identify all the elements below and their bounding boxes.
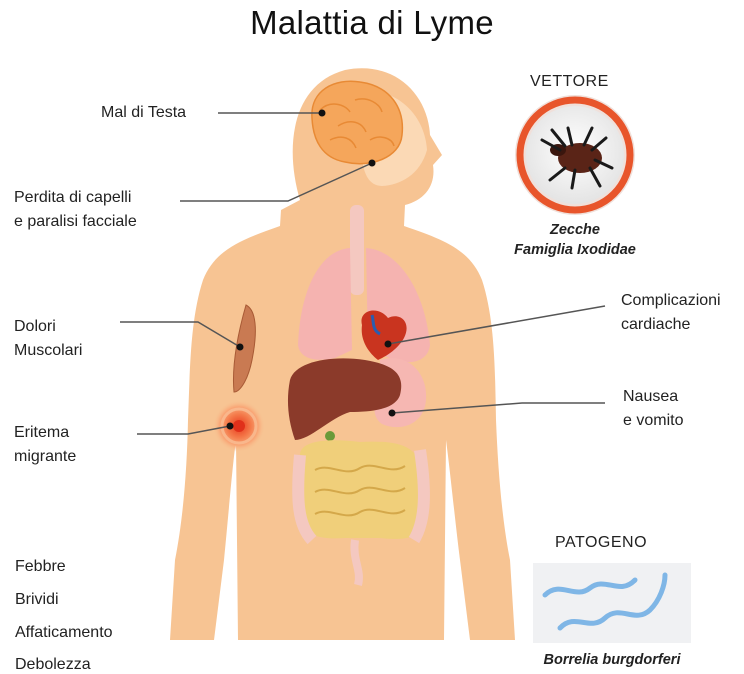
dot-eritema	[227, 423, 234, 430]
symptom-febbre: Febbre	[15, 558, 66, 576]
label-text: e vomito	[623, 409, 683, 433]
label-text: Dolori	[14, 315, 82, 339]
vettore-name: Zecche Famiglia Ixodidae	[495, 220, 655, 260]
dot-mal-di-testa	[319, 110, 326, 117]
dot-nausea	[389, 410, 396, 417]
rash	[213, 400, 265, 452]
vettore-name-line: Famiglia Ixodidae	[495, 240, 655, 260]
label-text: e paralisi facciale	[14, 210, 137, 234]
symptom-affaticamento: Affaticamento	[15, 624, 113, 642]
label-text: Eritema	[14, 421, 76, 445]
label-text: Nausea	[623, 385, 683, 409]
label-eritema: Eritema migrante	[14, 421, 76, 469]
label-text: migrante	[14, 445, 76, 469]
symptom-brividi: Brividi	[15, 591, 59, 609]
label-nausea: Nausea e vomito	[623, 385, 683, 433]
label-text: Perdita di capelli	[14, 186, 137, 210]
label-text: Muscolari	[14, 339, 82, 363]
vettore-heading: VETTORE	[530, 73, 609, 91]
label-complicazioni: Complicazioni cardiache	[621, 289, 721, 337]
dot-perdita	[369, 160, 376, 167]
gallbladder	[325, 431, 335, 441]
patogeno-heading: PATOGENO	[555, 534, 647, 552]
label-text: Mal di Testa	[101, 101, 186, 125]
label-perdita: Perdita di capelli e paralisi facciale	[14, 186, 137, 234]
trachea	[350, 205, 364, 295]
label-mal-di-testa: Mal di Testa	[101, 101, 186, 125]
dot-dolori	[237, 344, 244, 351]
symptom-debolezza: Debolezza	[15, 656, 91, 674]
dot-complicazioni	[385, 341, 392, 348]
vettore-name-line: Zecche	[495, 220, 655, 240]
patogeno-name-text: Borrelia burgdorferi	[520, 650, 704, 670]
label-text: cardiache	[621, 313, 721, 337]
tick-icon	[515, 95, 635, 215]
bacteria-panel	[533, 563, 691, 643]
label-dolori: Dolori Muscolari	[14, 315, 82, 363]
label-text: Complicazioni	[621, 289, 721, 313]
patogeno-name: Borrelia burgdorferi	[520, 650, 704, 670]
